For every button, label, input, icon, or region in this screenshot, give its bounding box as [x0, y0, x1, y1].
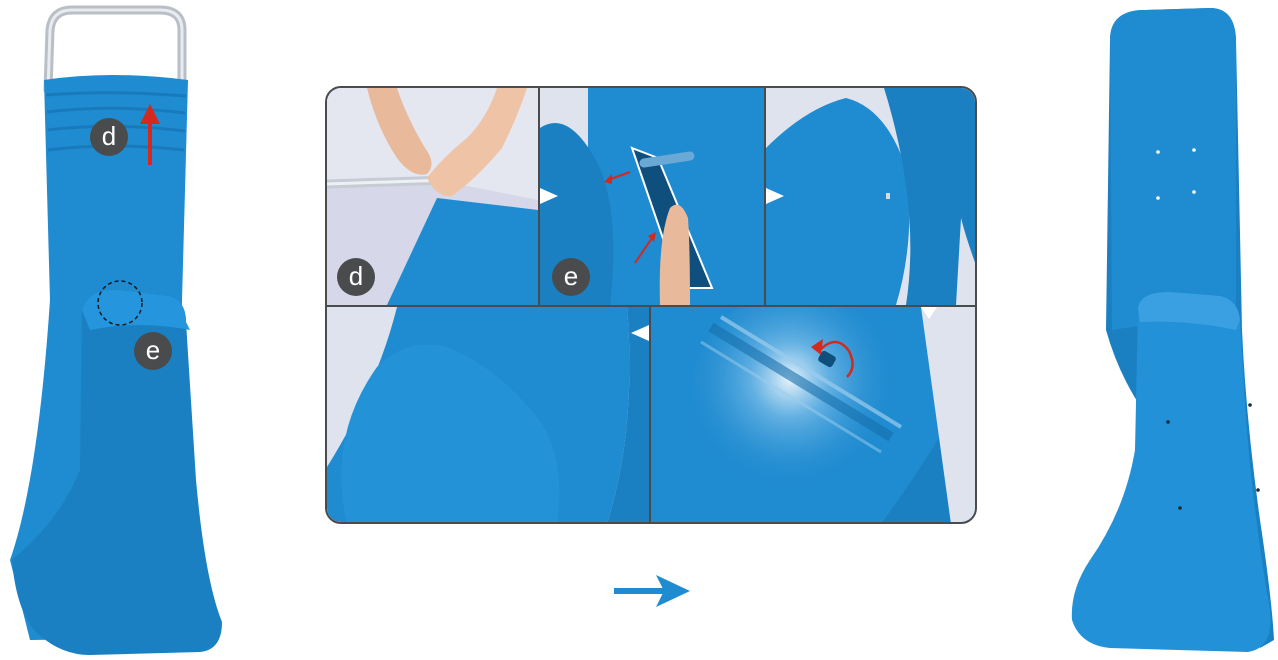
panel-d-badge: d — [337, 258, 375, 296]
stand-after-illustration — [1050, 0, 1278, 660]
panel-bottom-left — [327, 307, 649, 524]
stand-before: d e — [0, 0, 240, 660]
fabric-fitted-illustration — [766, 88, 977, 305]
panel-e: e — [540, 88, 764, 305]
panel-top-right — [766, 88, 977, 305]
stand-after — [1050, 0, 1278, 660]
panel-e-badge: e — [552, 258, 590, 296]
right-arrow-icon — [612, 570, 692, 610]
step-e-badge: e — [134, 332, 172, 370]
base-panel-illustration — [327, 307, 649, 524]
panel-d: d — [327, 88, 538, 305]
knob-tightening-illustration — [651, 307, 977, 524]
panel-bottom-right — [651, 307, 977, 524]
stand-before-illustration — [0, 0, 240, 660]
detail-panels: d e — [325, 86, 977, 524]
step-d-badge: d — [90, 118, 128, 156]
